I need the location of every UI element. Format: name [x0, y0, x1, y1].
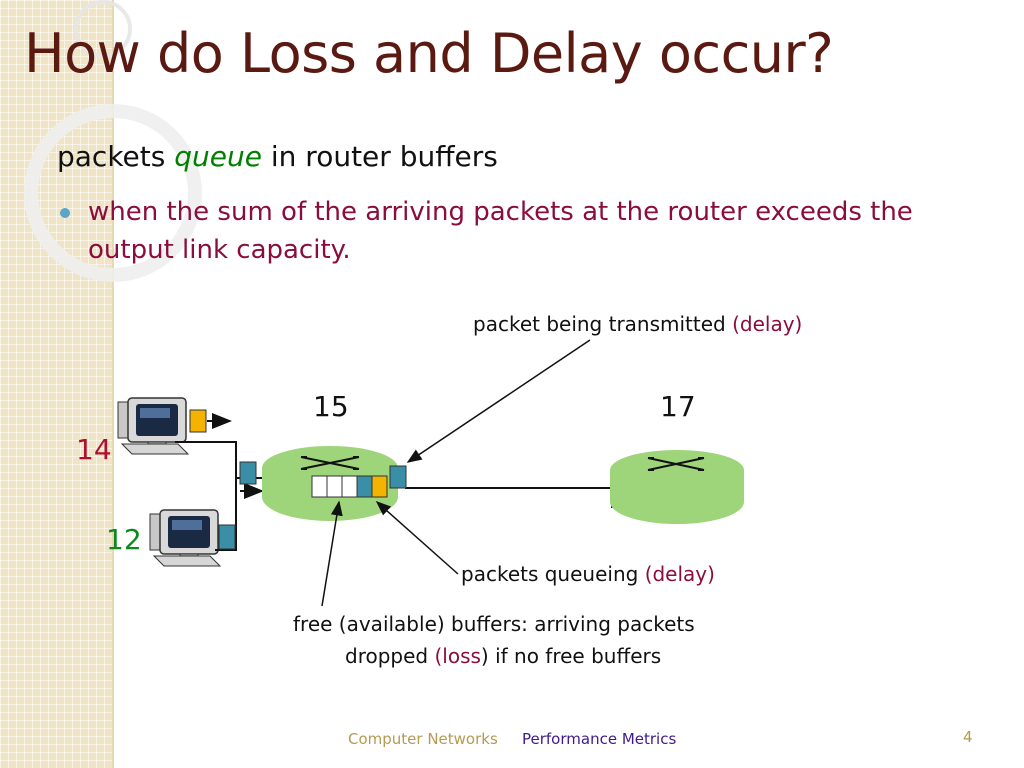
arrow-icon — [375, 501, 459, 575]
host-a-number: 14 — [76, 433, 112, 466]
label-queueing: packets queueing (delay) — [461, 562, 715, 586]
label-transmitted: packet being transmitted (delay) — [473, 312, 803, 336]
router-a-number: 15 — [313, 390, 349, 423]
packet-icon — [189, 409, 207, 433]
packet-icon — [239, 461, 257, 485]
free-buffer-slot — [326, 475, 343, 498]
packet-icon — [218, 524, 236, 550]
footer-course: Computer Networks — [348, 730, 498, 748]
label-loss: (loss — [434, 644, 481, 668]
intro-line: packets queue in router buffers — [57, 140, 498, 173]
label-free-buffers-line1: free (available) buffers: arriving packe… — [293, 612, 695, 636]
bullet-text: when the sum of the arriving packets at … — [88, 197, 913, 265]
bullet-icon — [60, 208, 70, 218]
packet-icon — [356, 475, 373, 498]
label-queueing-delay: (delay) — [644, 562, 715, 586]
arrow-icon — [406, 339, 591, 463]
arrow-icon — [321, 500, 343, 607]
intro-suffix: in router buffers — [270, 140, 498, 173]
footer-topic: Performance Metrics — [522, 730, 677, 748]
packet-icon — [371, 475, 388, 498]
label-free-buffers-line2: dropped (loss) if no free buffers — [345, 644, 662, 668]
computer-icon — [149, 509, 222, 567]
router-icon — [610, 450, 744, 524]
intro-prefix: packets — [57, 140, 166, 173]
decor-ring-small — [74, 0, 132, 58]
label-transmitted-delay: (delay) — [732, 312, 803, 336]
packet-icon — [389, 465, 407, 489]
left-decor-edge — [112, 0, 114, 768]
slide-title: How do Loss and Delay occur? — [24, 22, 834, 85]
router-b-number: 17 — [660, 390, 696, 423]
host-b-number: 12 — [106, 523, 142, 556]
computer-icon — [117, 397, 190, 455]
buffer-queue — [311, 475, 388, 498]
free-buffer-slot — [311, 475, 328, 498]
page-number: 4 — [963, 728, 973, 746]
free-buffer-slot — [341, 475, 358, 498]
intro-emphasis: queue — [174, 140, 262, 173]
